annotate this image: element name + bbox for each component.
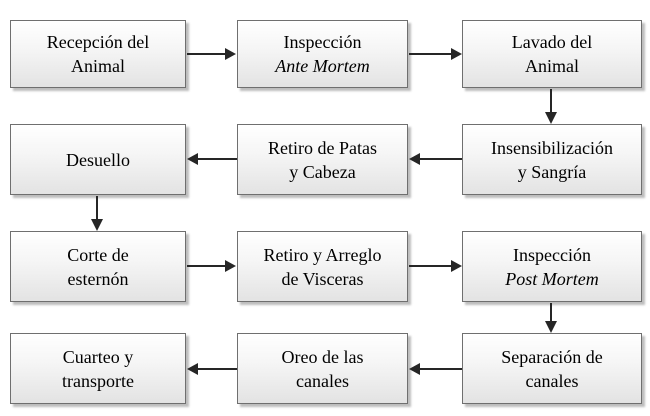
node-label-line2: canales [296,370,349,391]
arrow-insensibilizacion-to-retiro-patas [409,153,462,165]
node-label-line2: canales [525,370,579,391]
arrow-corte-to-retiro-arreglo [187,260,236,272]
arrow-separacion-to-oreo [409,363,462,375]
node-label-line1: Desuello [66,149,130,170]
arrow-retiro-patas-to-desuello [187,153,237,165]
node-label-line1: Separación de [501,346,603,367]
node-oreo-canales: Oreo de las canales [237,333,408,404]
node-inspeccion-ante-mortem: Inspección Ante Mortem [237,20,408,88]
node-lavado-animal: Lavado del Animal [462,20,642,88]
arrow-retiro-arreglo-to-inspeccion-post [409,260,462,272]
node-label-line1: Retiro de Patas [268,137,377,158]
node-cuarteo-transporte: Cuarteo y transporte [10,333,186,404]
node-label-line2: de Visceras [281,268,364,289]
node-label-line1: Inspección [513,244,591,265]
node-label-line2: y Cabeza [289,161,356,182]
node-label-line2: esternón [67,268,129,289]
node-label-line2: transporte [62,370,134,391]
node-label-line2: Animal [525,56,579,76]
arrow-oreo-to-cuarteo [187,363,237,375]
node-inspeccion-post-mortem: Inspección Post Mortem [462,231,642,302]
node-insensibilizacion-sangria: Insensibilización y Sangría [462,124,642,195]
node-retiro-arreglo-visceras: Retiro y Arreglo de Visceras [237,231,408,302]
node-label-line1: Corte de [67,244,129,265]
arrow-lavado-to-insensibilizacion [545,89,557,124]
node-label-line1: Cuarteo y [62,346,134,367]
node-label-line1: Inspección [283,32,362,52]
node-label-line1: Oreo de las [281,346,364,367]
node-label-line2: Ante Mortem [275,56,370,76]
node-separacion-canales: Separación de canales [462,333,642,404]
node-retiro-patas-cabeza: Retiro de Patas y Cabeza [237,124,408,195]
arrow-inspeccion-to-lavado [409,48,462,60]
node-label-line1: Lavado del [511,32,593,52]
node-desuello: Desuello [10,124,186,195]
arrow-inspeccion-post-to-separacion [545,303,557,333]
node-label-line2: Animal [71,56,125,76]
arrow-desuello-to-corte [91,196,103,231]
arrow-recepcion-to-inspeccion [187,48,236,60]
node-label-line1: Recepción del [46,32,150,52]
node-corte-esternon: Corte de esternón [10,231,186,302]
node-recepcion-animal: Recepción del Animal [10,20,186,88]
node-label-line1: Retiro y Arreglo [263,244,382,265]
node-label-line1: Insensibilización [491,137,613,158]
node-label-line2: y Sangría [517,161,587,182]
node-label-line2: Post Mortem [505,268,599,289]
